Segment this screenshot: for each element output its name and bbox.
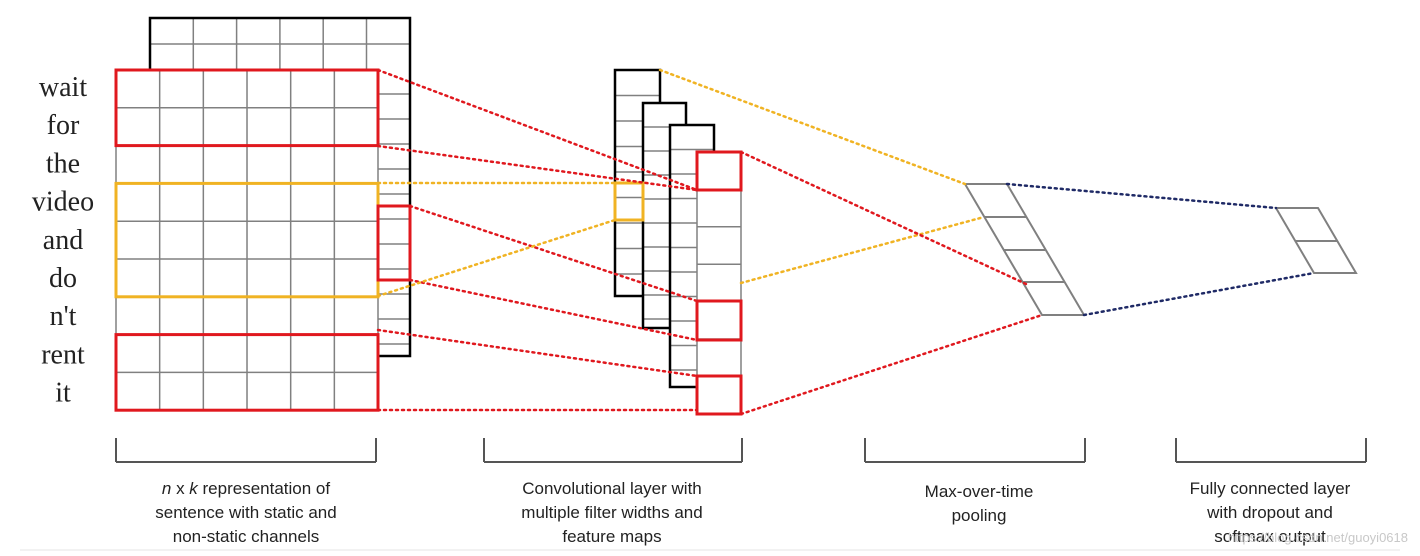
sentence-matrix bbox=[114, 16, 412, 412]
word-label: it bbox=[55, 378, 71, 409]
caption-segment: Fully connected layer bbox=[1190, 479, 1351, 498]
caption-segment: time bbox=[1001, 482, 1033, 501]
convolutional-layer bbox=[613, 68, 743, 416]
caption-segment: n bbox=[162, 479, 171, 498]
filter-window-red-back bbox=[376, 204, 412, 282]
caption-segment: Convolutional layer with bbox=[522, 479, 702, 498]
connection-red bbox=[376, 68, 699, 192]
section-brackets bbox=[115, 438, 1367, 463]
caption-segment: sentence with static and bbox=[155, 503, 336, 522]
feature-cell-yellow bbox=[613, 181, 645, 222]
word-label: n't bbox=[50, 301, 77, 332]
filter-window-red-bottom bbox=[114, 333, 380, 412]
caption-segment: non-static channels bbox=[173, 527, 319, 546]
caption-segment: Max-over- bbox=[925, 482, 1002, 501]
connection-yellow bbox=[376, 218, 617, 298]
max-pooling-layer bbox=[963, 183, 1086, 316]
word-label: and bbox=[43, 225, 83, 256]
caption-line: n x k representation of bbox=[162, 479, 331, 498]
word-label: do bbox=[49, 263, 77, 294]
caption-line: Convolutional layer with bbox=[522, 479, 702, 498]
caption-segment: feature maps bbox=[562, 527, 661, 546]
caption-line: multiple filter widths and bbox=[521, 503, 702, 522]
feature-cell-red-bottom bbox=[695, 374, 743, 416]
connection-lines bbox=[376, 68, 1316, 416]
caption-segment: x bbox=[171, 479, 189, 498]
word-label: the bbox=[46, 148, 80, 179]
caption-segment: representation of bbox=[198, 479, 331, 498]
feature-cell-red-top bbox=[695, 150, 743, 192]
filter-window-red-top bbox=[114, 68, 380, 148]
connection-red bbox=[739, 313, 1044, 416]
caption-line: Fully connected layer bbox=[1190, 479, 1351, 498]
caption-line: softmax output bbox=[1214, 527, 1326, 546]
connection-red bbox=[376, 144, 699, 192]
word-label: wait bbox=[39, 72, 87, 103]
caption-segment: pooling bbox=[952, 506, 1007, 525]
connection-red bbox=[408, 278, 699, 342]
caption-segment: softmax output bbox=[1214, 527, 1326, 546]
watermark-text: https://blog.csdn.net/guoyi0618 bbox=[1228, 530, 1408, 545]
caption-line: pooling bbox=[952, 506, 1007, 525]
word-label: video bbox=[32, 187, 94, 218]
caption-line: non-static channels bbox=[173, 527, 319, 546]
connection-yellow bbox=[658, 68, 967, 186]
caption-segment: k bbox=[189, 479, 199, 498]
fully-connected-vector bbox=[1274, 207, 1358, 274]
connection-red bbox=[408, 204, 699, 303]
connection-red bbox=[376, 328, 699, 378]
feature-map-4-fill bbox=[697, 152, 741, 414]
fully-connected-layer bbox=[1274, 207, 1358, 274]
caption-line: feature maps bbox=[562, 527, 661, 546]
word-label: rent bbox=[41, 339, 85, 370]
caption-segment: with dropout and bbox=[1206, 503, 1333, 522]
sentence-words: wait for the video and do n't rent it bbox=[32, 72, 94, 409]
caption-line: sentence with static and bbox=[155, 503, 336, 522]
connection-navy bbox=[1005, 182, 1278, 210]
section-captions: n x k representation of sentence with sta… bbox=[155, 479, 1350, 546]
word-label: for bbox=[47, 110, 80, 141]
caption-segment: multiple filter widths and bbox=[521, 503, 702, 522]
caption-line: with dropout and bbox=[1206, 503, 1333, 522]
connection-navy bbox=[1082, 271, 1316, 317]
connection-yellow bbox=[739, 215, 986, 285]
caption-line: Max-over-time bbox=[925, 482, 1034, 501]
feature-cell-red-middle bbox=[695, 299, 743, 342]
connection-red bbox=[739, 150, 1028, 286]
